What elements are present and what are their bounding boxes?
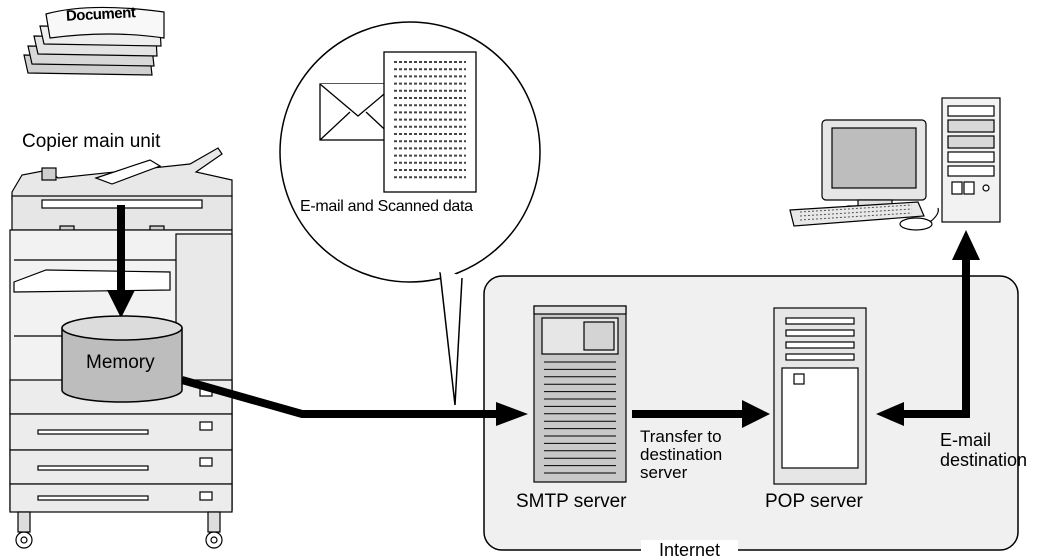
pop-server-label: POP server: [765, 491, 863, 512]
envelope-icon: [319, 83, 397, 141]
transfer-label: Transfer to destination server: [640, 427, 723, 482]
pop-server-icon: [773, 307, 867, 485]
memory-cylinder-icon: [61, 315, 183, 403]
flow-arrows: [107, 205, 980, 428]
scanned-page-icon: [383, 51, 477, 193]
internet-label: Internet: [641, 540, 739, 560]
computer-icon: [789, 97, 1001, 231]
memory-label: Memory: [86, 352, 155, 373]
copier-main-unit-label: Copier main unit: [22, 131, 161, 152]
document-stack-icon: [23, 6, 165, 76]
smtp-server-label: SMTP server: [516, 491, 627, 512]
email-destination-label: E-mail destination: [940, 430, 1028, 470]
bubble-caption: E-mail and Scanned data: [300, 198, 473, 215]
smtp-server-icon: [533, 305, 627, 483]
